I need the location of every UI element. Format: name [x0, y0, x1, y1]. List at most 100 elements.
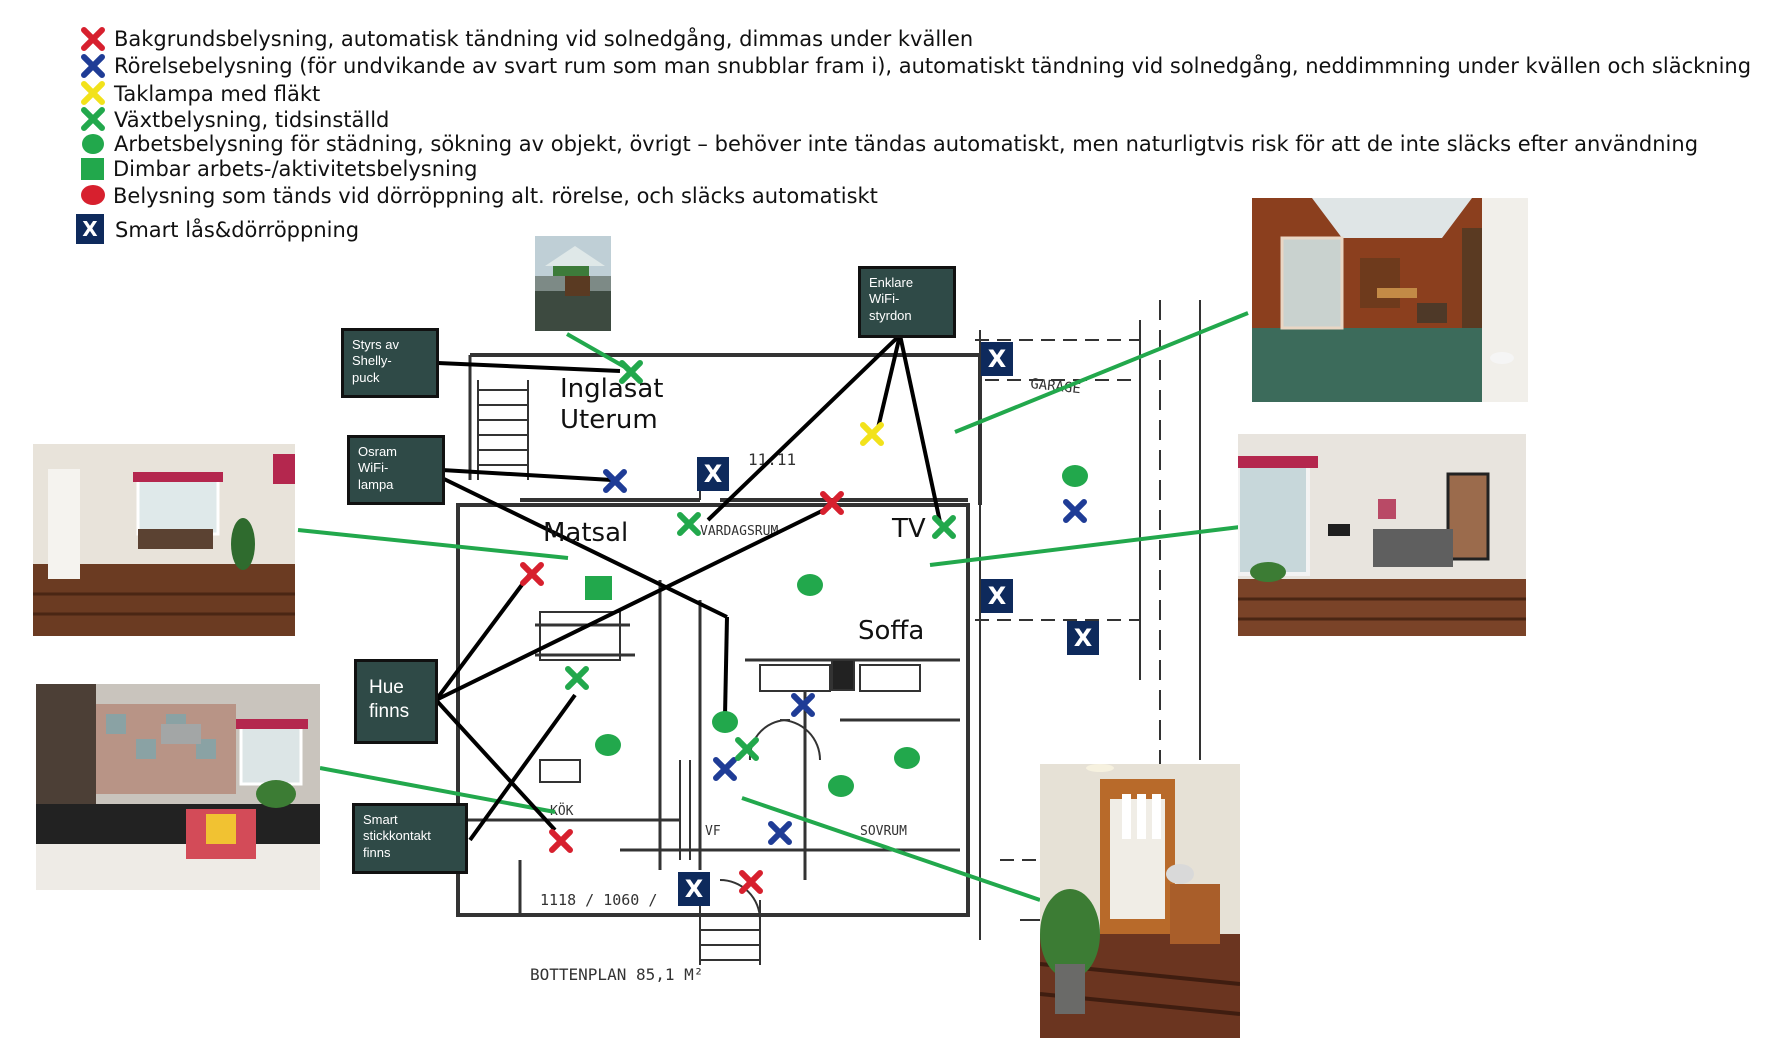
plan-labels: GARAGE 11.11 VARDAGSRUM SOVRUM KÖK VF 11…	[530, 376, 1082, 984]
marker-red-cross	[820, 491, 844, 515]
callout-hue: Hue finns	[354, 659, 438, 744]
marker-green-cross	[619, 360, 643, 384]
marker-green-dot	[828, 775, 854, 797]
plan-label-kok: KÖK	[550, 802, 574, 819]
legend-item-2: Rörelsebelysning (för undvikande av svar…	[114, 54, 1752, 78]
link-smart-plug	[468, 693, 577, 842]
marker-blue-cross	[791, 693, 815, 717]
link-osram-2	[441, 476, 728, 619]
link-enklare-3	[898, 334, 942, 523]
link-hue-2	[435, 505, 831, 702]
link-osram-1	[441, 468, 613, 482]
legend-green-dot-icon	[82, 134, 104, 154]
callout-line: Enklare	[869, 275, 914, 290]
plan-label-bottenplan: BOTTENPLAN 85,1 M²	[530, 965, 703, 984]
marker-red-cross	[520, 562, 544, 586]
marker-blue-cross	[1063, 499, 1087, 523]
photo-greenhouse-plants	[535, 236, 611, 331]
callout-line: finns	[363, 844, 391, 860]
markers	[520, 360, 1087, 894]
callout-line: Smart	[363, 812, 398, 827]
legend-item-3: Taklampa med fläkt	[114, 82, 321, 106]
photo-kitchen	[36, 684, 320, 890]
link-enklare-2	[876, 334, 902, 429]
callout-line: styrdon	[869, 307, 912, 323]
legend-item-7: Belysning som tänds vid dörröppning alt.…	[113, 184, 878, 208]
callout-line: puck	[352, 369, 380, 385]
link-livingroom-photo	[929, 525, 1241, 567]
smart-lock-icon: X	[981, 579, 1013, 613]
link-osram-3	[723, 616, 729, 717]
marker-green-cross	[677, 512, 701, 536]
link-kok-photo	[319, 766, 556, 814]
photo-glazed-porch	[1252, 198, 1528, 402]
callout-line: Shelly-	[352, 353, 392, 369]
marker-blue-cross	[768, 821, 792, 845]
smart-lock-icon: X	[1067, 621, 1099, 655]
marker-green-cross	[565, 666, 589, 690]
legend-item-5: Arbetsbelysning för städning, sökning av…	[114, 132, 1699, 156]
plan-label-garage: GARAGE	[1030, 376, 1082, 397]
link-porch-photo	[954, 311, 1249, 434]
marker-green-dot	[894, 747, 920, 769]
room-label-uterum-line2: Uterum	[560, 405, 658, 436]
callout-line: WiFi-	[358, 460, 389, 476]
callout-line: Styrs av	[352, 337, 399, 352]
room-label-soffa: Soffa	[858, 616, 925, 646]
legend-item-6: Dimbar arbets-/aktivitetsbelysning	[113, 157, 478, 181]
callout-line: WiFi-	[869, 291, 900, 307]
smart-lock-icon: X	[697, 457, 729, 491]
floor-plan-walls	[456, 300, 1201, 965]
legend-yellow-cross-icon	[81, 81, 105, 105]
smart-lock-icon: X	[678, 872, 710, 906]
room-label-tv: TV	[892, 514, 926, 544]
callout-enklare-wifi: Enklare WiFi- styrdon	[858, 266, 956, 338]
callout-line: stickkontakt	[363, 828, 431, 844]
marker-blue-cross	[603, 469, 627, 493]
marker-green-cross	[735, 737, 759, 761]
link-hue-3	[434, 698, 557, 832]
link-hall-photo	[741, 796, 1041, 902]
marker-green-dot	[712, 711, 738, 733]
marker-yellow-cross	[860, 422, 884, 446]
link-shelly	[437, 361, 621, 373]
link-matsal-photo	[297, 528, 569, 560]
legend-green-square-icon	[81, 158, 104, 180]
marker-green-dot	[797, 574, 823, 596]
room-label-uterum: Inglasat Uterum	[560, 374, 663, 436]
marker-green-square	[585, 576, 612, 600]
legend-red-dot-icon	[81, 185, 105, 205]
legend-blue-cross-icon	[81, 54, 105, 78]
control-links	[434, 333, 942, 842]
legend-red-cross-icon	[81, 27, 105, 51]
callout-line: finns	[369, 700, 410, 722]
legend-lock-icon: X	[76, 214, 104, 244]
callout-line: Osram	[358, 444, 397, 459]
room-label-matsal: Matsal	[543, 518, 629, 548]
link-enklare-1	[706, 333, 902, 522]
marker-green-dot	[1062, 465, 1088, 487]
callout-smart-plug: Smart stickkontakt finns	[352, 803, 468, 874]
callout-osram: Osram WiFi- lampa	[347, 435, 445, 505]
legend-item-8: Smart lås&dörröppning	[115, 218, 360, 242]
room-label-uterum-line1: Inglasat	[560, 374, 664, 404]
marker-green-dot	[595, 734, 621, 756]
smart-lock-icon: X	[981, 342, 1013, 376]
marker-blue-cross	[713, 757, 737, 781]
photo-dining-room	[33, 444, 295, 636]
legend-item-1: Bakgrundsbelysning, automatisk tändning …	[114, 27, 974, 51]
photo-entrance-hall	[1040, 764, 1240, 1038]
callout-shelly: Styrs av Shelly- puck	[341, 328, 439, 398]
link-hue-1	[434, 572, 532, 702]
plan-label-vf: VF	[705, 824, 721, 839]
green-dots	[585, 465, 1088, 797]
plan-label-vardagsrum: VARDAGSRUM	[700, 524, 778, 539]
photo-links	[297, 311, 1249, 902]
marker-green-cross	[932, 515, 956, 539]
callout-line: lampa	[358, 476, 394, 492]
plan-label-sovrum: SOVRUM	[860, 824, 907, 839]
photo-living-room	[1238, 434, 1526, 636]
marker-red-cross	[549, 829, 573, 853]
plan-label-area: 1118 / 1060 /	[540, 891, 657, 909]
